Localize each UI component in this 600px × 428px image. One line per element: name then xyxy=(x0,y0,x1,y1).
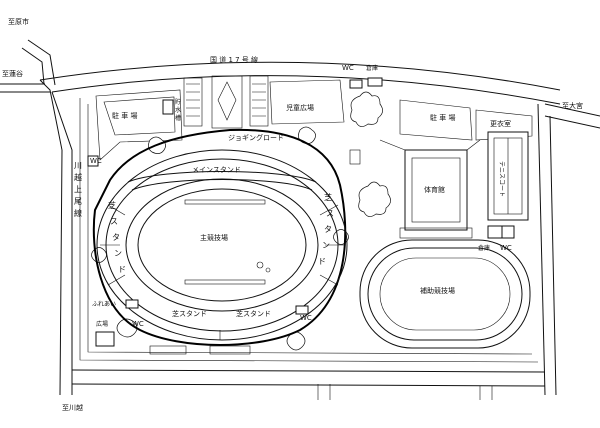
svg-text:川: 川 xyxy=(74,161,82,170)
warehouse-north-label: 倉庫 xyxy=(366,64,378,72)
main-stadium xyxy=(96,149,348,341)
kawagoe-kamio-line-label: 川 越 上 尾 線 xyxy=(74,161,82,218)
svg-text:芝: 芝 xyxy=(324,192,332,202)
svg-text:広場: 広場 xyxy=(96,320,108,328)
warehouse-east-label: 倉庫 xyxy=(478,244,490,252)
tennis-court-label: テニスコート xyxy=(498,161,505,197)
main-field-label: 主競技場 xyxy=(200,233,228,242)
wc-west: WC xyxy=(90,157,102,165)
svg-text:芝: 芝 xyxy=(108,200,116,210)
shiba-stand-right-label: 芝 ス タ ン ド xyxy=(318,192,334,266)
svg-text:槽: 槽 xyxy=(175,114,181,122)
svg-text:タ: タ xyxy=(112,233,120,242)
svg-text:水: 水 xyxy=(175,106,181,114)
svg-text:越: 越 xyxy=(74,172,82,182)
svg-text:尾: 尾 xyxy=(74,197,82,206)
main-stand-label: メインスタンド xyxy=(192,165,241,174)
road-network xyxy=(0,39,600,400)
svg-text:ふれあい: ふれあい xyxy=(92,301,116,308)
shiba-stand-bottom-left-label: 芝スタンド xyxy=(172,309,207,318)
wc-north: WC xyxy=(342,64,354,72)
direction-hasuda: 至蓮谷 xyxy=(2,69,23,78)
parking-east xyxy=(399,99,533,141)
svg-text:ン: ン xyxy=(114,249,122,258)
parking-north-strips xyxy=(183,75,269,129)
children-plaza-outline xyxy=(269,79,345,125)
direction-ageo: 至原市 xyxy=(8,17,29,26)
direction-kawagoe: 至川越 xyxy=(62,403,83,412)
gymnasium-building xyxy=(379,139,481,239)
jogging-road-label: ジョギングロード xyxy=(228,133,284,142)
wc-east: WC xyxy=(500,244,512,252)
tennis-court-area xyxy=(487,131,529,221)
svg-text:ス: ス xyxy=(326,209,334,218)
parking-east-label: 駐 車 場 xyxy=(430,113,455,122)
reservoir-label: 貯 水 槽 xyxy=(175,98,181,122)
svg-text:貯: 貯 xyxy=(175,98,181,106)
changing-room-label: 更衣室 xyxy=(490,119,511,128)
svg-text:上: 上 xyxy=(74,185,82,194)
fureai-plaza-label: ふれあい 広場 xyxy=(92,301,116,328)
reservoir-building xyxy=(162,99,174,115)
park-boundary xyxy=(79,98,539,363)
svg-text:ン: ン xyxy=(322,241,330,250)
parking-west-label: 駐 車 場 xyxy=(112,111,137,120)
small-structures xyxy=(87,77,515,355)
route17-label: 国 道 1 7 号 線 xyxy=(210,55,258,64)
wc-bottom-right: WC xyxy=(300,314,312,322)
svg-text:ド: ド xyxy=(318,257,326,266)
sub-field-label: 補助競技場 xyxy=(420,286,455,295)
svg-text:ス: ス xyxy=(110,217,118,226)
shiba-stand-bottom-right-label: 芝スタンド xyxy=(236,309,271,318)
sub-track-field xyxy=(359,239,531,349)
wc-bottom-left: WC xyxy=(132,320,144,328)
svg-text:線: 線 xyxy=(74,208,82,218)
children-plaza-label: 児童広場 xyxy=(286,103,314,112)
svg-text:ド: ド xyxy=(118,265,126,274)
svg-text:タ: タ xyxy=(324,225,332,234)
gymnasium-label: 体育館 xyxy=(424,185,445,194)
direction-omiya: 至大宮 xyxy=(562,101,583,110)
shiba-stand-left-label: 芝 ス タ ン ド xyxy=(108,200,126,274)
